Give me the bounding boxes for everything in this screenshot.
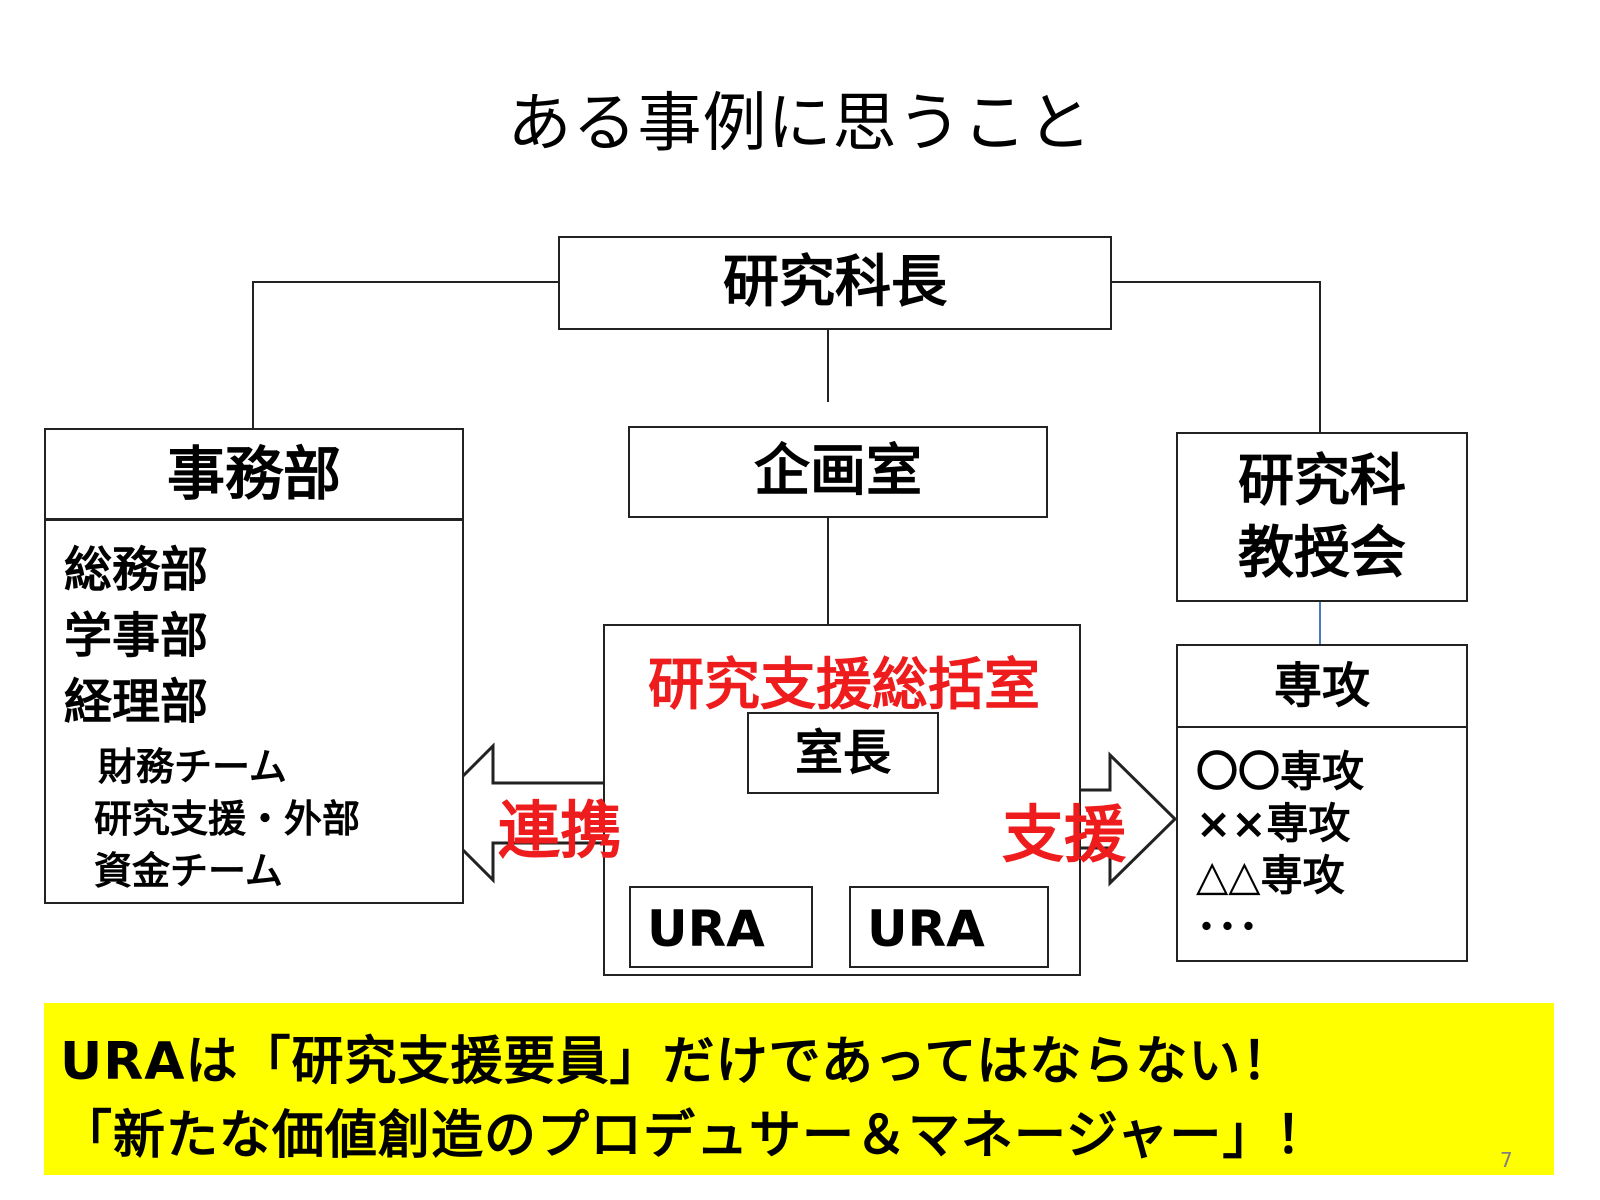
banner-line-1: URAは「研究支援要員」だけであってはならない！ — [60, 1032, 1295, 1092]
dept-keiri: 経理部 — [64, 674, 209, 730]
senko-item-2: ××専攻 — [1196, 799, 1351, 848]
senko-header: 専攻 — [1178, 646, 1466, 728]
team-shikin: 資金チーム — [94, 849, 283, 893]
ura-label-2: URA — [867, 900, 985, 958]
kenkyuka-box: 研究科 教授会 — [1176, 432, 1468, 602]
ura-box-1: URA — [629, 886, 813, 968]
senko-box: 専攻 〇〇専攻 ××専攻 △△専攻 ･･･ — [1176, 644, 1468, 962]
page-number: 7 — [1500, 1148, 1513, 1172]
banner-line-2: 「新たな価値創造のプロデュサー＆マネージャー」！ — [60, 1106, 1329, 1166]
dean-box: 研究科長 — [558, 236, 1112, 330]
shien-box: 研究支援総括室 室長 URA URA — [603, 624, 1081, 976]
kenkyuka-label-line2: 教授会 — [1238, 521, 1406, 586]
chief-label: 室長 — [794, 725, 891, 781]
kikaku-label: 企画室 — [754, 439, 922, 504]
jimubu-header: 事務部 — [46, 430, 462, 521]
shien-title: 研究支援総括室 — [648, 653, 1040, 718]
dept-gakuji: 学事部 — [64, 608, 209, 664]
dean-label: 研究科長 — [723, 250, 947, 315]
ura-label-1: URA — [647, 900, 765, 958]
chief-box: 室長 — [747, 712, 939, 794]
senko-item-4: ･･･ — [1196, 903, 1260, 952]
jimubu-box: 事務部 総務部 学事部 経理部 財務チーム 研究支援・外部 資金チーム — [44, 428, 464, 904]
team-kenkyu-shien: 研究支援・外部 — [94, 797, 361, 841]
senko-item-3: △△専攻 — [1196, 851, 1345, 900]
kikaku-box: 企画室 — [628, 426, 1048, 518]
senko-item-1: 〇〇専攻 — [1196, 747, 1365, 796]
arrow-label-renkei: 連携 — [498, 794, 623, 867]
kenkyuka-label-line1: 研究科 — [1238, 449, 1406, 514]
arrow-label-shien: 支援 — [1002, 798, 1127, 871]
line-top-to-kenkyuka — [1112, 281, 1321, 432]
team-zaimu: 財務チーム — [98, 745, 287, 789]
ura-box-2: URA — [849, 886, 1049, 968]
message-banner: URAは「研究支援要員」だけであってはならない！ 「新たな価値創造のプロデュサー… — [44, 1003, 1554, 1175]
line-top-to-jimubu — [252, 281, 558, 428]
slide-title: ある事例に思うこと — [507, 87, 1093, 161]
dept-soumu: 総務部 — [64, 542, 209, 598]
